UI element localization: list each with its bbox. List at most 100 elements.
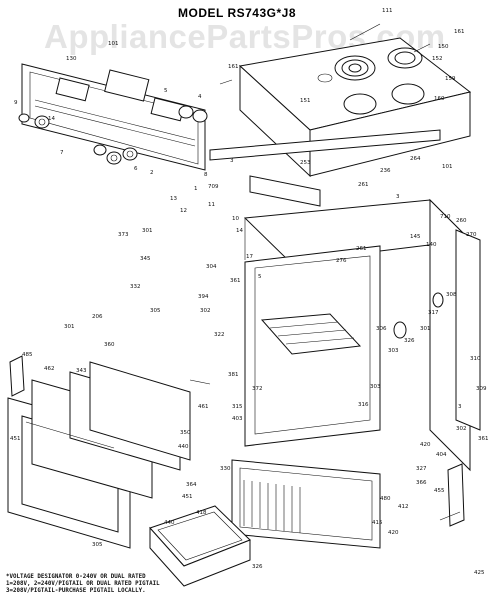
callout: 160 [434, 96, 445, 102]
callout: 3 [396, 194, 400, 200]
callout: 361 [478, 436, 489, 442]
callout: 350 [180, 430, 191, 436]
voltage-note-line-3: 3=208V/PIGTAIL-PURCHASE PIGTAIL LOCALLY. [6, 588, 146, 594]
callout: 403 [232, 416, 243, 422]
oven-rack [260, 313, 362, 355]
callout: 440 [164, 520, 175, 526]
callout: 14 [48, 116, 55, 122]
broiler-pan [149, 505, 251, 587]
callout: 330 [220, 466, 231, 472]
callout: 345 [140, 256, 151, 262]
callout: 462 [44, 366, 55, 372]
callout: 301 [142, 228, 153, 234]
callout: 161 [228, 64, 239, 70]
callout: 415 [372, 520, 383, 526]
callout: 302 [456, 426, 467, 432]
side-panel [455, 229, 481, 431]
callout: 332 [130, 284, 141, 290]
callout: 159 [445, 76, 456, 82]
callout: 3 [230, 158, 234, 164]
callout: 404 [436, 452, 447, 458]
callout: 2 [150, 170, 154, 176]
callout: 451 [182, 494, 193, 500]
callout: 152 [432, 56, 443, 62]
callout: 101 [108, 41, 119, 47]
callout: 372 [252, 386, 263, 392]
callout: 303 [388, 348, 399, 354]
callout: 425 [474, 570, 485, 576]
callout: 451 [10, 436, 21, 442]
oven-door [7, 361, 191, 549]
callout: 13 [170, 196, 177, 202]
callout: 394 [198, 294, 209, 300]
callout: 260 [456, 218, 467, 224]
callout: 361 [230, 278, 241, 284]
control-knobs [18, 105, 208, 165]
callout: 151 [300, 98, 311, 104]
callout: 480 [380, 496, 391, 502]
cooktop-trim [209, 129, 441, 207]
callout: 306 [376, 326, 387, 332]
callout: 310 [470, 356, 481, 362]
callout: 270 [466, 232, 477, 238]
callout: 420 [388, 530, 399, 536]
callout: 305 [92, 542, 103, 548]
callout: 327 [416, 466, 427, 472]
control-panel [21, 63, 206, 171]
callout: 5 [164, 88, 168, 94]
callout: 326 [404, 338, 415, 344]
callout: 17 [246, 254, 253, 260]
callout: 366 [416, 480, 427, 486]
callout: 373 [118, 232, 129, 238]
callout: 261 [356, 246, 367, 252]
callout: 303 [370, 384, 381, 390]
callout: 301 [420, 326, 431, 332]
callout: 140 [426, 242, 437, 248]
callout: 315 [232, 404, 243, 410]
callout: 7 [60, 150, 64, 156]
callout: 710 [440, 214, 451, 220]
callout: 261 [358, 182, 369, 188]
callout: 10 [232, 216, 239, 222]
callout: 3 [458, 404, 462, 410]
callout: 101 [442, 164, 453, 170]
callout: 11 [208, 202, 215, 208]
callout: 308 [446, 292, 457, 298]
callout: 304 [206, 264, 217, 270]
callout: 322 [214, 332, 225, 338]
callout: 6 [134, 166, 138, 172]
callout: 236 [380, 168, 391, 174]
model-title: MODEL RS743G*J8 [178, 6, 296, 20]
callout: 264 [410, 156, 421, 162]
callout: 461 [198, 404, 209, 410]
callout: 12 [180, 208, 187, 214]
callout: 317 [428, 310, 439, 316]
callout: 418 [196, 510, 207, 516]
callout: 343 [76, 368, 87, 374]
storage-drawer [231, 459, 381, 549]
callout: 150 [438, 44, 449, 50]
callout: 276 [336, 258, 347, 264]
callout: 364 [186, 482, 197, 488]
voltage-note-line-1: *VOLTAGE DESIGNATOR 0-240V OR DUAL RATED [6, 574, 146, 580]
callout: 145 [410, 234, 421, 240]
callout: 440 [178, 444, 189, 450]
callout: 14 [236, 228, 243, 234]
callout: 130 [66, 56, 77, 62]
callout: 9 [14, 100, 18, 106]
leader-lines [189, 23, 461, 521]
callout: 5 [258, 274, 262, 280]
callout: 111 [382, 8, 393, 14]
callout: 206 [92, 314, 103, 320]
callout: 1 [194, 186, 198, 192]
callout: 455 [434, 488, 445, 494]
callout: 161 [454, 29, 465, 35]
callout: 360 [104, 342, 115, 348]
callout: 302 [200, 308, 211, 314]
callout: 301 [64, 324, 75, 330]
callout: 412 [398, 504, 409, 510]
callout: 709 [208, 184, 219, 190]
callout: 305 [150, 308, 161, 314]
